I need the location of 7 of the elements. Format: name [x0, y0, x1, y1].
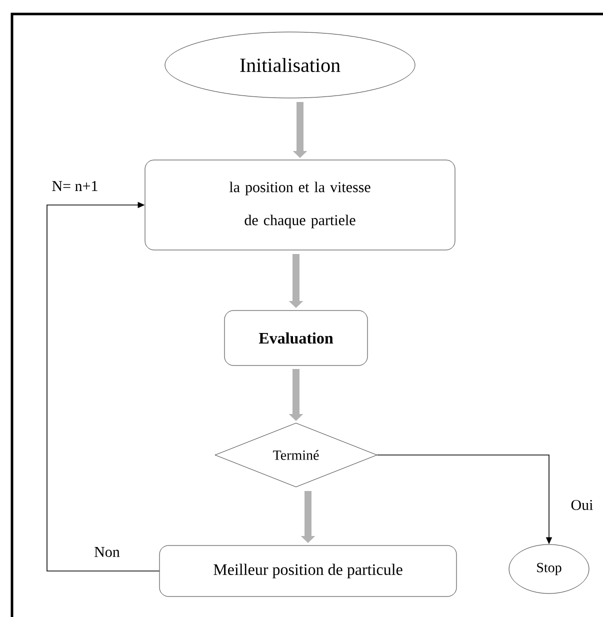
- edge-label: Oui: [571, 500, 593, 510]
- process-box: la position et la vitesse de chaque partiele: [144, 160, 456, 250]
- process-box: Meilleur position de particule: [159, 545, 457, 597]
- arrow: [46, 202, 160, 572]
- process-box: Evaluation: [224, 310, 368, 366]
- loop-label: N= n+1: [52, 181, 98, 191]
- edge-label: Non: [94, 547, 120, 557]
